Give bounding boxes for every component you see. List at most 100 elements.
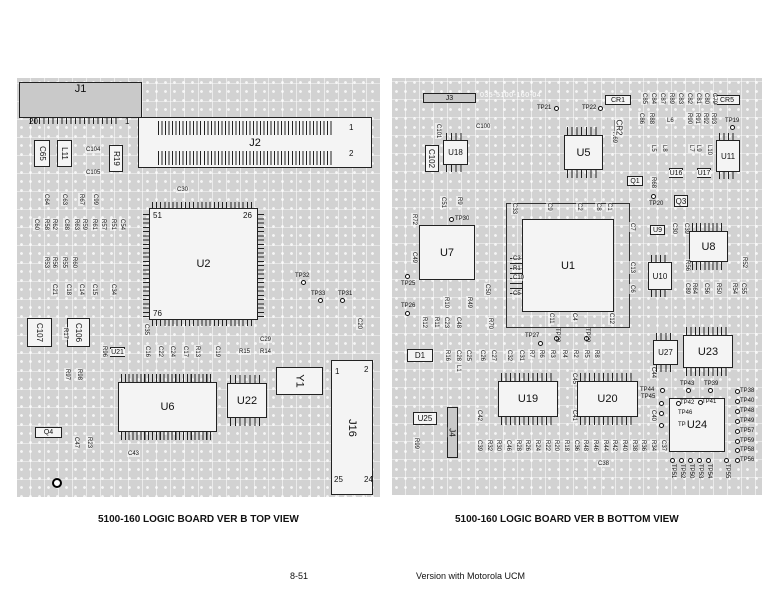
component-label: R19: [111, 150, 121, 167]
component-label-c3: C3: [512, 256, 522, 262]
component-label-c99: C99: [92, 193, 98, 207]
component-label: U10: [651, 271, 669, 281]
test-point-tp49: [734, 418, 740, 424]
component-d1: D1: [407, 349, 433, 362]
component-label-c39: C39: [476, 439, 482, 453]
component-label: U21: [110, 348, 125, 356]
component-label-c54: C54: [119, 218, 125, 232]
test-point-label: TP38: [740, 388, 755, 394]
component-label-c101: C101: [435, 123, 441, 140]
test-point-label: TP39: [704, 381, 719, 387]
component-label-c29: C29: [259, 337, 273, 343]
component-label-c36: C36: [573, 439, 579, 453]
component-u11: U11: [716, 140, 740, 172]
ic-pins: [692, 262, 725, 270]
test-point-label: TP46: [678, 410, 693, 416]
component-label-r57: R57: [100, 218, 106, 232]
component-label-r8: R8: [593, 349, 599, 359]
component-cr2: CR2: [614, 117, 624, 137]
component-label-c41: C41: [571, 409, 577, 423]
test-point-tp32: [300, 279, 306, 285]
ic-pins: [152, 202, 255, 208]
ic-pins: [446, 165, 465, 172]
component-label-r90: R90: [686, 112, 692, 126]
component-label-c13: C13: [629, 261, 635, 275]
component-j16: J16: [331, 360, 373, 495]
test-point-label: TP30: [455, 216, 470, 222]
component-label-r55: R55: [61, 256, 67, 270]
component-label-r17: R17: [62, 327, 68, 341]
component-u6: U6: [118, 382, 217, 432]
component-label-l10: L10: [706, 144, 712, 157]
ic-pins: [501, 373, 555, 381]
test-point-tp55: [723, 457, 729, 463]
component-label: U20: [596, 393, 619, 405]
component-label-c19: C19: [214, 345, 220, 359]
component-label-c48: C48: [455, 316, 461, 330]
component-label-r26: R26: [524, 439, 530, 453]
component-u19: U19: [498, 381, 558, 417]
component-label-c5: C5: [512, 291, 522, 297]
test-point-tp42: [675, 400, 681, 406]
component-label-c10: C10: [512, 275, 526, 281]
test-point-tp41: [697, 399, 703, 405]
test-point-tp27: [537, 340, 543, 346]
component-label: U24: [685, 419, 709, 431]
ic-pins: [686, 368, 730, 376]
test-point-tp40: [734, 398, 740, 404]
component-cr5: CR5: [714, 95, 740, 105]
component-label-c51: C51: [440, 196, 446, 210]
component-label-c47: C47: [73, 436, 79, 450]
component-label-c39: C39: [683, 222, 689, 236]
ic-pins: [656, 333, 675, 340]
component-label-r38: R38: [631, 439, 637, 453]
component-u7: U7: [419, 225, 475, 280]
component-label-r15: R15: [238, 349, 252, 355]
pin-number-j2-pin1: 1: [349, 123, 354, 132]
component-label: U22: [235, 394, 259, 407]
component-cr1: CR1: [605, 95, 631, 105]
component-label-r16: R16: [444, 349, 450, 363]
test-point-tp20: [650, 193, 656, 199]
component-label-r97: R97: [64, 368, 70, 382]
component-label-c37: C37: [660, 439, 666, 453]
test-point-tp58: [734, 447, 740, 453]
ic-pins: [719, 172, 737, 179]
component-label-l8: L8: [661, 144, 667, 153]
component-label-c16: C16: [144, 345, 150, 359]
component-label-r14: R14: [259, 349, 273, 355]
component-label-r4: R4: [561, 349, 567, 359]
component-label-c49: C49: [411, 251, 417, 265]
component-label-r67: R67: [78, 193, 84, 207]
component-label: U6: [159, 401, 176, 413]
component-label: U5: [575, 146, 592, 159]
component-label-r13: R13: [194, 345, 200, 359]
component-label-c100: C100: [475, 124, 492, 130]
component-label-c42: C42: [476, 409, 482, 423]
component-label: C106: [74, 321, 83, 344]
ic-pins: [567, 127, 600, 135]
component-label-c89: C89: [684, 282, 690, 296]
component-label-c46: C46: [505, 439, 511, 453]
test-point-label: TP56: [740, 457, 755, 463]
ic-pins: [692, 223, 725, 231]
test-point-tp59: [734, 438, 740, 444]
ic-pins: [651, 290, 669, 297]
component-label-c27: C27: [490, 349, 496, 363]
test-point-label: TP28: [554, 328, 560, 343]
component-label-r42: R42: [611, 439, 617, 453]
component-label-c11: C11: [548, 312, 554, 325]
component-u25: U25: [413, 412, 437, 425]
test-point-tp43: [685, 387, 691, 393]
component-label-r10: R10: [443, 296, 449, 310]
ic-pins: [446, 133, 465, 140]
component-label: U1: [559, 259, 577, 272]
component-u8: U8: [689, 231, 728, 262]
component-label-c18: C18: [65, 283, 71, 297]
component-u23: U23: [683, 335, 733, 368]
component-j1: J1: [19, 82, 142, 118]
ic-pins: [30, 118, 120, 124]
test-point-label: TP22: [582, 105, 597, 111]
component-y1: Y1: [276, 367, 323, 395]
component-label: CR1: [609, 96, 626, 104]
